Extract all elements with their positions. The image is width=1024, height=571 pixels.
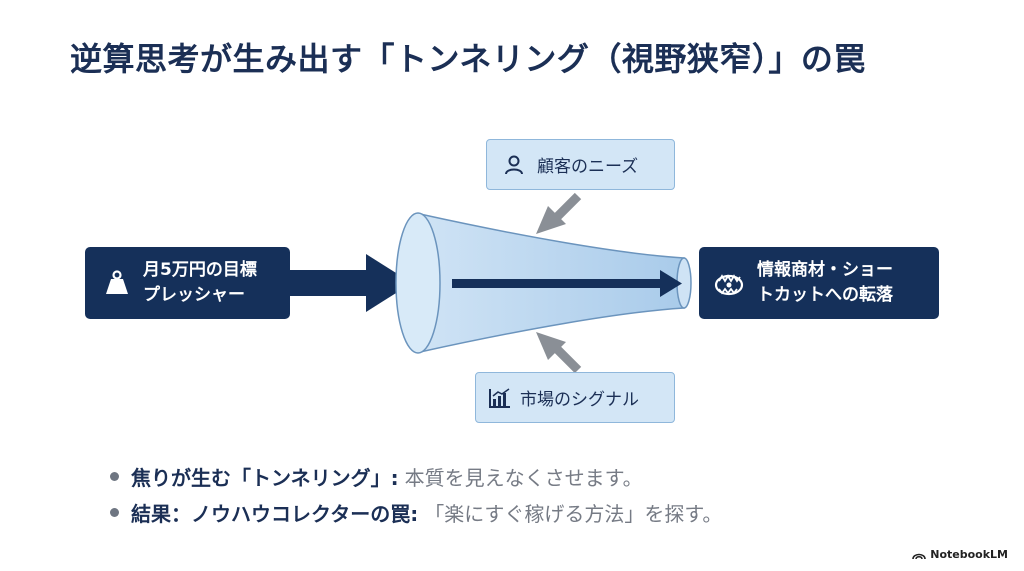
info-product-fall-box: 情報商材・ショー トカットへの転落 [699,247,939,319]
user-icon [503,154,525,176]
bar-chart-icon [488,387,512,409]
bullet-item: 結果：ノウハウコレクターの罠: 「楽にすぐ稼げる方法」を探す。 [110,494,722,530]
info-product-line2: トカットへの転落 [757,285,893,305]
bullet-text: 「楽にすぐ稼げる方法」を探す。 [424,501,723,526]
bullet-list: 焦りが生む「トンネリング」: 本質を見えなくさせます。 結果：ノウハウコレクター… [110,458,722,530]
bullet-item: 焦りが生む「トンネリング」: 本質を見えなくさせます。 [110,458,722,494]
goal-pressure-line1: 月5万円の目標 [143,259,257,280]
bullet-dot [110,507,119,517]
customer-needs-label: 顧客のニーズ [537,157,639,177]
tunnel-inner-arrow [452,270,682,297]
goal-pressure-box: 月5万円の目標 プレッシャー [85,247,290,319]
bullet-text: 本質を見えなくさせます。 [404,465,643,490]
input-arrow [290,254,412,312]
info-product-line1: 情報商材・ショー [757,259,893,280]
market-signal-arrow [536,332,582,374]
market-signal-label: 市場のシグナル [520,390,639,410]
trap-icon [713,269,745,297]
goal-pressure-line2: プレッシャー [143,285,245,305]
notebooklm-logo-text: NotebookLM [930,548,1008,561]
customer-needs-arrow [536,192,582,234]
bullet-heading: 焦りが生む「トンネリング」: [131,465,399,490]
bullet-heading: 結果：ノウハウコレクターの罠: [131,501,419,526]
market-signal-box: 市場のシグナル [475,372,675,423]
notebooklm-logo: NotebookLM [912,548,1008,561]
notebooklm-logo-icon [912,550,927,560]
bullet-dot [110,471,119,481]
page-title: 逆算思考が生み出す「トンネリング（視野狭窄）」の罠 [70,40,866,78]
customer-needs-box: 顧客のニーズ [486,139,675,190]
weight-icon [103,269,131,297]
